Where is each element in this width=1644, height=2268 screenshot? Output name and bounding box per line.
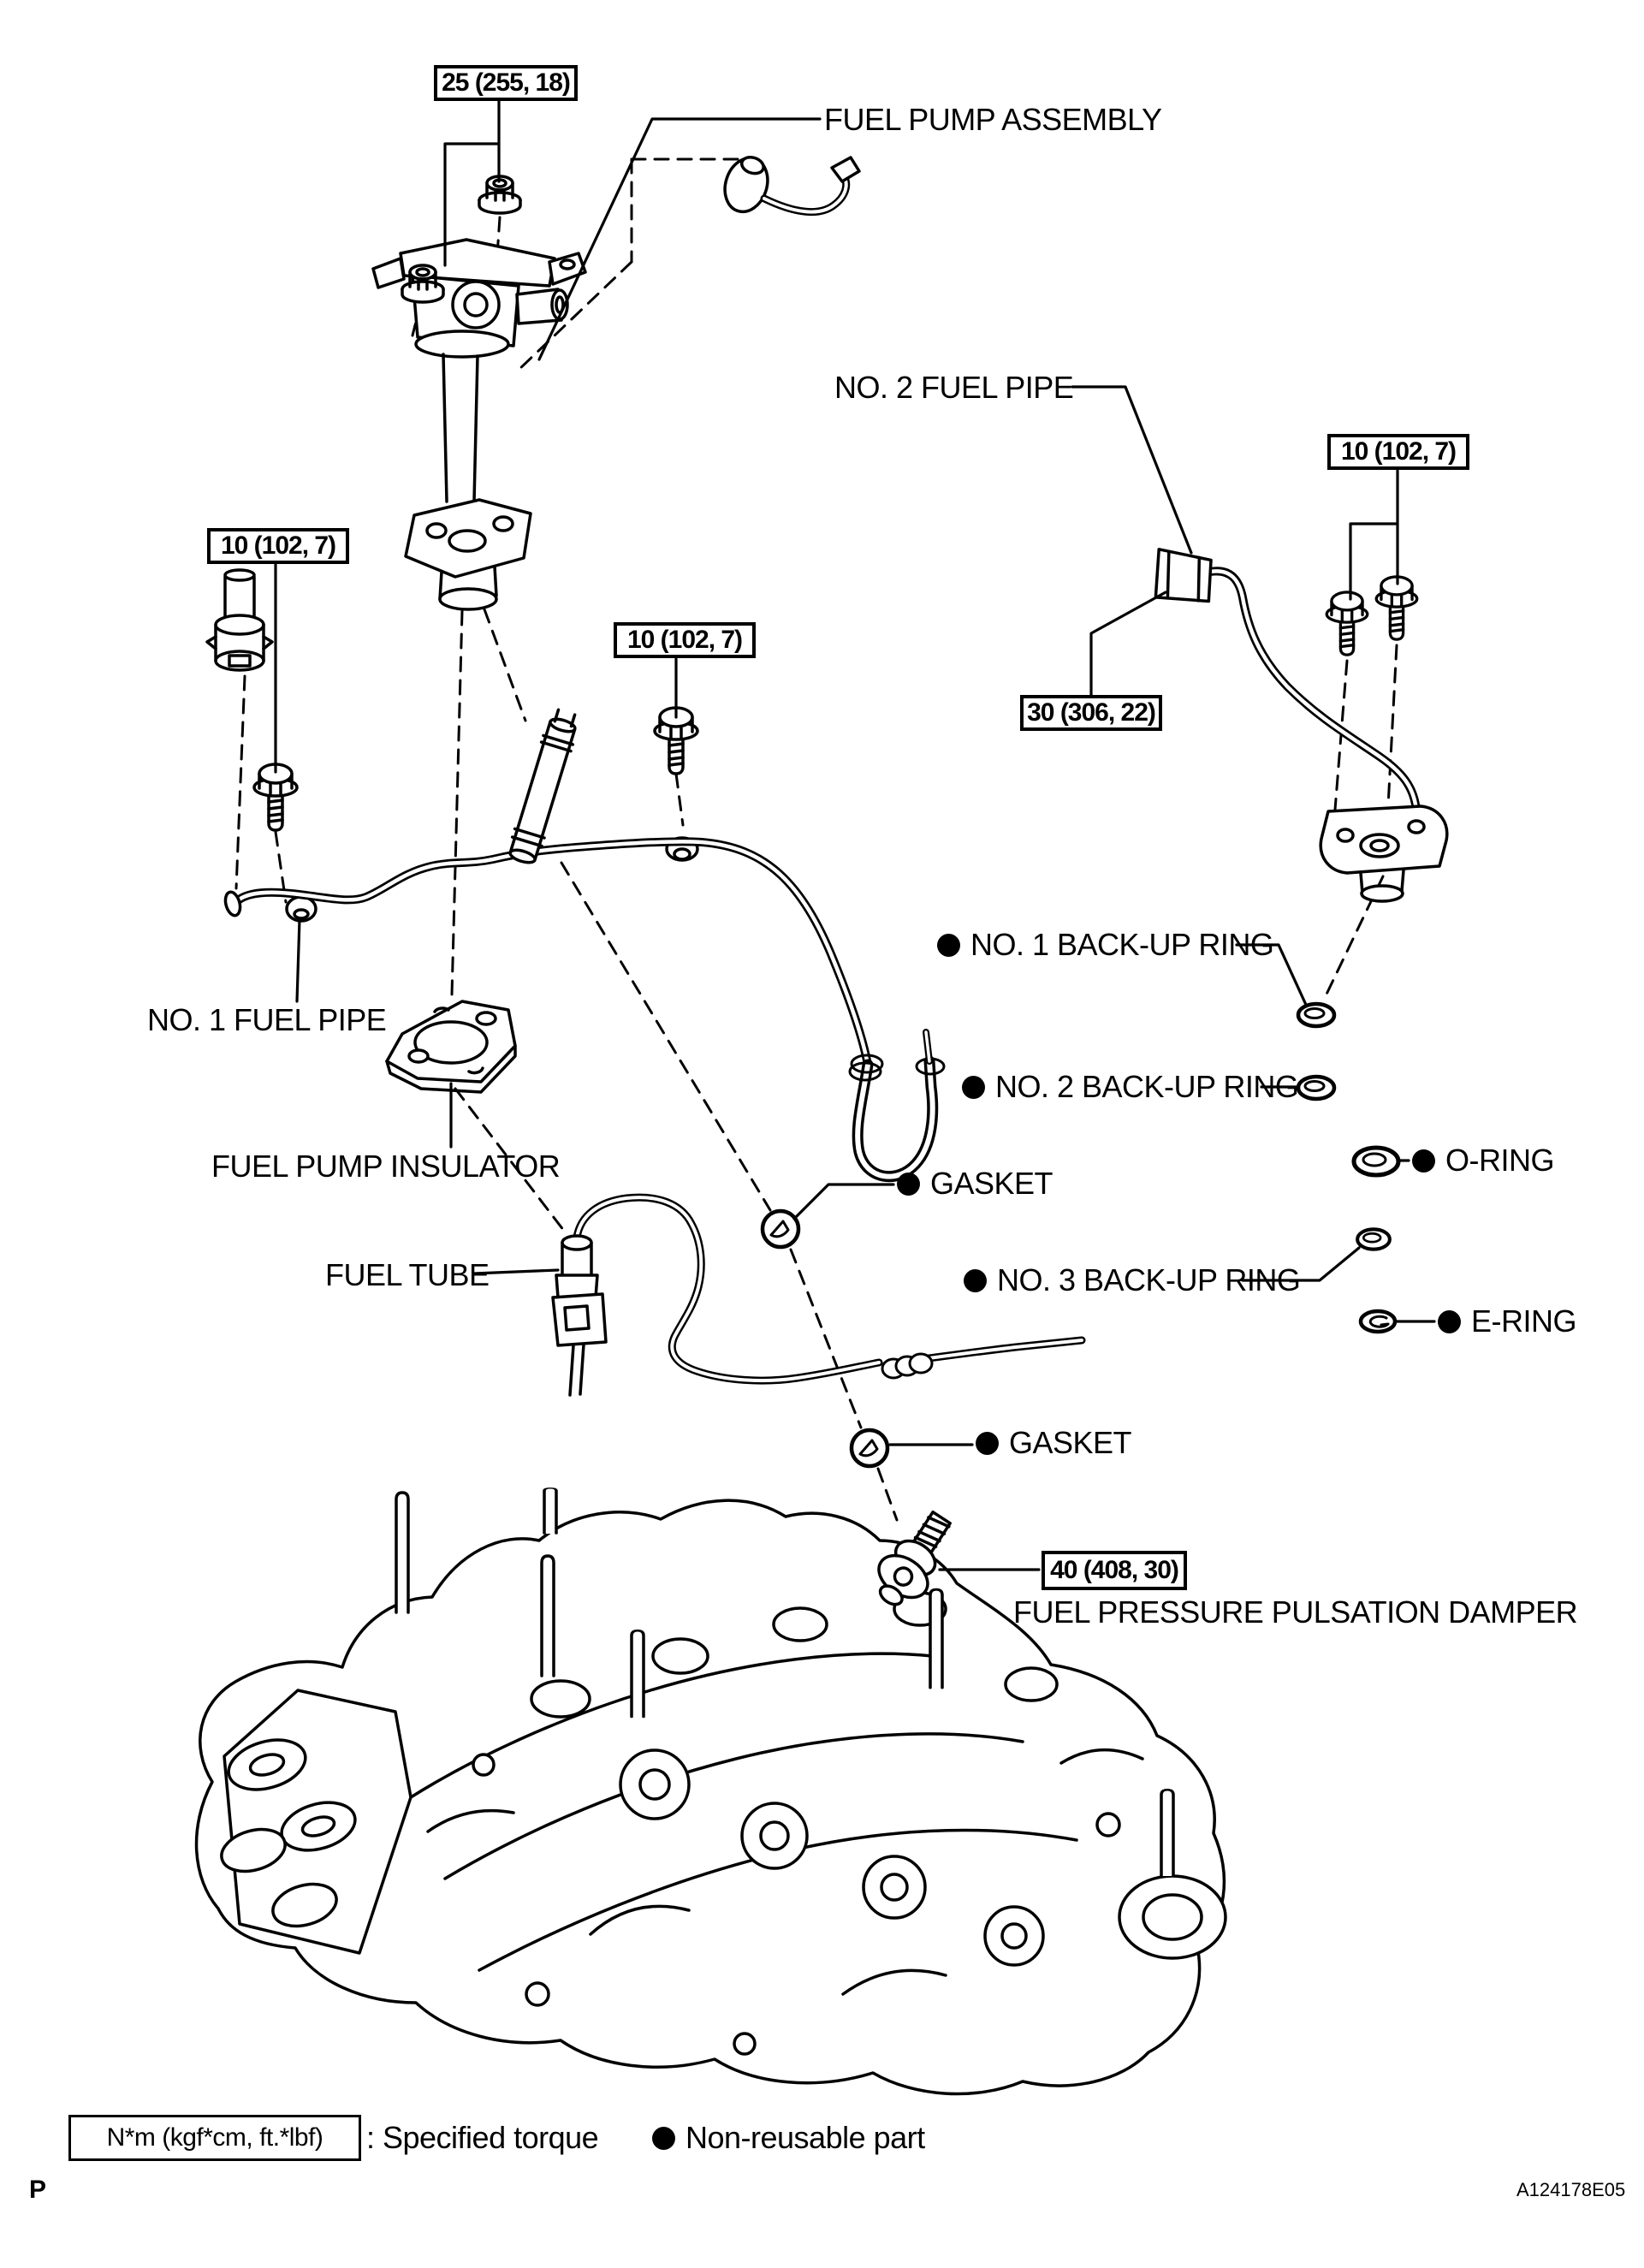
label-text: GASKET	[930, 1166, 1053, 1201]
figure-code: A124178E05	[1516, 2179, 1626, 2200]
legend-non-reusable: Non-reusable part	[652, 2120, 925, 2155]
leader-lines	[274, 99, 1436, 1571]
torque-spec-no2-pipe-bolts: 10 (102, 7)	[1327, 434, 1469, 470]
label-no2-fuel-pipe: NO. 2 FUEL PIPE	[834, 370, 1074, 405]
assembly-dashed-lines	[234, 157, 1398, 1522]
legend-torque-meaning: : Specified torque	[366, 2120, 599, 2155]
label-text: : Specified torque	[366, 2120, 599, 2155]
engine-block-drawing	[194, 1487, 1227, 2096]
torque-spec-no1-pipe-bolt-left: 10 (102, 7)	[207, 528, 349, 564]
label-no1-backup-ring: NO. 1 BACK-UP RING	[937, 927, 1274, 962]
pump-connector-wire-drawing	[723, 155, 861, 217]
label-no1-fuel-pipe: NO. 1 FUEL PIPE	[147, 1002, 387, 1037]
label-text: NO. 1 FUEL PIPE	[147, 1002, 387, 1037]
non-reusable-dot-icon	[937, 933, 960, 957]
label-pulsation-damper: FUEL PRESSURE PULSATION DAMPER	[1013, 1594, 1578, 1630]
label-fuel-pump-insulator: FUEL PUMP INSULATOR	[211, 1149, 561, 1184]
label-text: Non-reusable part	[685, 2120, 925, 2155]
label-text: FUEL PRESSURE PULSATION DAMPER	[1013, 1594, 1578, 1630]
label-text: NO. 2 BACK-UP RING	[995, 1069, 1299, 1104]
label-e-ring: E-RING	[1438, 1303, 1577, 1339]
torque-spec-no1-pipe-bolt-center: 10 (102, 7)	[614, 622, 756, 658]
label-fuel-pump-assembly: FUEL PUMP ASSEMBLY	[824, 102, 1162, 137]
non-reusable-dot-icon	[1438, 1309, 1461, 1333]
label-gasket-upper: GASKET	[897, 1166, 1053, 1201]
label-o-ring: O-RING	[1412, 1143, 1555, 1178]
no2-fuel-pipe-drawing	[1154, 548, 1449, 903]
torque-spec-pump-lock-nut: 25 (255, 18)	[434, 65, 578, 101]
hose-clamp-drawing	[205, 568, 274, 672]
page-marker: P	[29, 2176, 47, 2204]
non-reusable-dot-icon	[964, 1268, 987, 1292]
label-text: NO. 1 BACK-UP RING	[970, 927, 1274, 962]
label-text: FUEL PUMP ASSEMBLY	[824, 102, 1162, 137]
non-reusable-dot-icon	[652, 2126, 675, 2150]
label-gasket-lower: GASKET	[976, 1425, 1132, 1460]
torque-spec-no2-pipe-union: 30 (306, 22)	[1020, 695, 1162, 731]
pump-suction-tube-drawing	[508, 708, 577, 864]
label-no2-backup-ring: NO. 2 BACK-UP RING	[962, 1069, 1299, 1104]
label-no3-backup-ring: NO. 3 BACK-UP RING	[964, 1262, 1301, 1297]
fuel-pump-insulator-drawing	[385, 1000, 517, 1094]
label-fuel-tube: FUEL TUBE	[325, 1257, 490, 1292]
label-text: NO. 2 FUEL PIPE	[834, 370, 1074, 405]
legend-torque-units-box: N*m (kgf*cm, ft.*lbf)	[68, 2115, 361, 2161]
non-reusable-dot-icon	[1412, 1149, 1435, 1173]
label-text: GASKET	[1009, 1425, 1132, 1460]
label-text: FUEL TUBE	[325, 1257, 490, 1292]
non-reusable-dot-icon	[962, 1075, 985, 1099]
non-reusable-dot-icon	[976, 1431, 999, 1455]
label-text: E-RING	[1471, 1303, 1577, 1339]
fuel-tube-drawing	[551, 1193, 1086, 1397]
label-text: NO. 3 BACK-UP RING	[997, 1262, 1301, 1297]
label-text: O-RING	[1445, 1143, 1555, 1178]
no1-fuel-pipe-drawing	[223, 836, 946, 1183]
non-reusable-dot-icon	[897, 1172, 920, 1196]
label-text: FUEL PUMP INSULATOR	[211, 1149, 561, 1184]
torque-spec-pulsation-damper: 40 (408, 30)	[1042, 1551, 1187, 1590]
pulsation-damper-drawing	[877, 1511, 952, 1606]
